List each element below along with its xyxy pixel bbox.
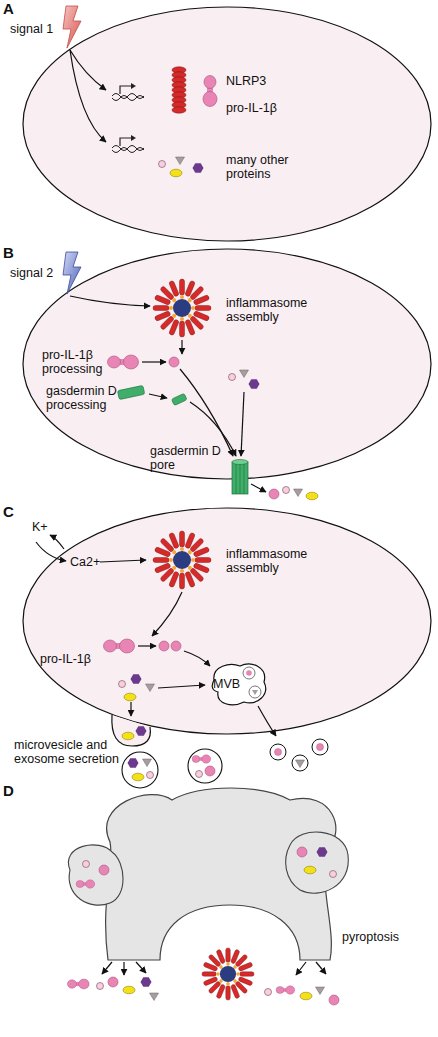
node-text: inflammasome assembly [226,296,318,324]
panel-letter: D [3,784,23,798]
cell-membrane [22,6,432,242]
annotation: signal 2 [10,266,70,280]
annotation: K+ [32,520,62,534]
node-text: MVB [213,677,253,691]
node-text: pro-IL-1β [226,101,306,115]
node-text: Ca2+ [70,555,110,569]
node-text: pro-IL-1β [40,652,102,666]
panel-a-art [63,6,217,177]
annotation: pyroptosis [342,930,432,944]
panel-letter: C [3,505,23,519]
panel-d-art [67,788,348,1005]
node-text: gasdermin D processing [46,384,124,412]
cell: NLRP3 pro-IL-1β many other proteins [22,6,432,242]
cell: Ca2+ inflammasome assembly pro-IL-1βMVB [22,507,432,735]
annotation: microvesicle and exosome secretion [14,738,122,766]
annotation: signal 1 [10,22,70,36]
panel-letter: A [3,2,23,16]
cell: inflammasome assembly pro-IL-1β processin… [22,248,432,480]
panel-letter: B [3,246,23,260]
panel-b-art [63,252,318,500]
node-text: pro-IL-1β processing [42,348,110,376]
node-text: many other proteins [226,153,302,181]
node-text: gasdermin D pore [150,444,230,472]
node-text: NLRP3 [226,74,306,88]
mvb-compartment: MVB [208,660,270,708]
node-text: inflammasome assembly [226,547,318,575]
